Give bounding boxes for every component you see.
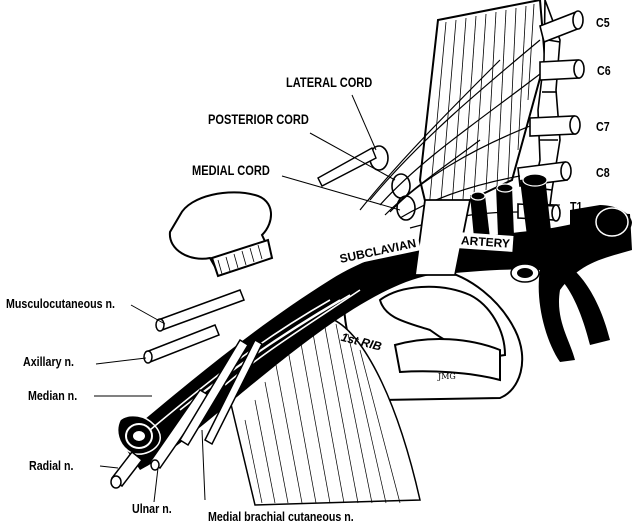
median-nerve-label: Median n. xyxy=(28,389,77,402)
root-label-c5: C5 xyxy=(596,16,610,29)
cut-clavicle xyxy=(170,192,272,276)
lateral-cord-label: LATERAL CORD xyxy=(286,76,372,90)
medial-cord-label: MEDIAL CORD xyxy=(192,164,270,178)
root-label-t1: T1 xyxy=(570,200,582,213)
root-label-c8: C8 xyxy=(596,166,610,179)
posterior-cord-label: POSTERIOR CORD xyxy=(208,113,309,127)
ulnar-nerve-label: Ulnar n. xyxy=(132,502,172,515)
medial-brachial-cutaneous-nerve-label: Medial brachial cutaneous n. xyxy=(208,510,354,523)
radial-nerve-label: Radial n. xyxy=(29,459,73,472)
musculocutaneous-nerve-label: Musculocutaneous n. xyxy=(6,297,115,310)
axillary-nerve-label: Axillary n. xyxy=(23,355,74,368)
artist-signature: JMG xyxy=(438,372,456,381)
root-label-c7: C7 xyxy=(596,120,610,133)
root-label-c6: C6 xyxy=(597,64,611,77)
